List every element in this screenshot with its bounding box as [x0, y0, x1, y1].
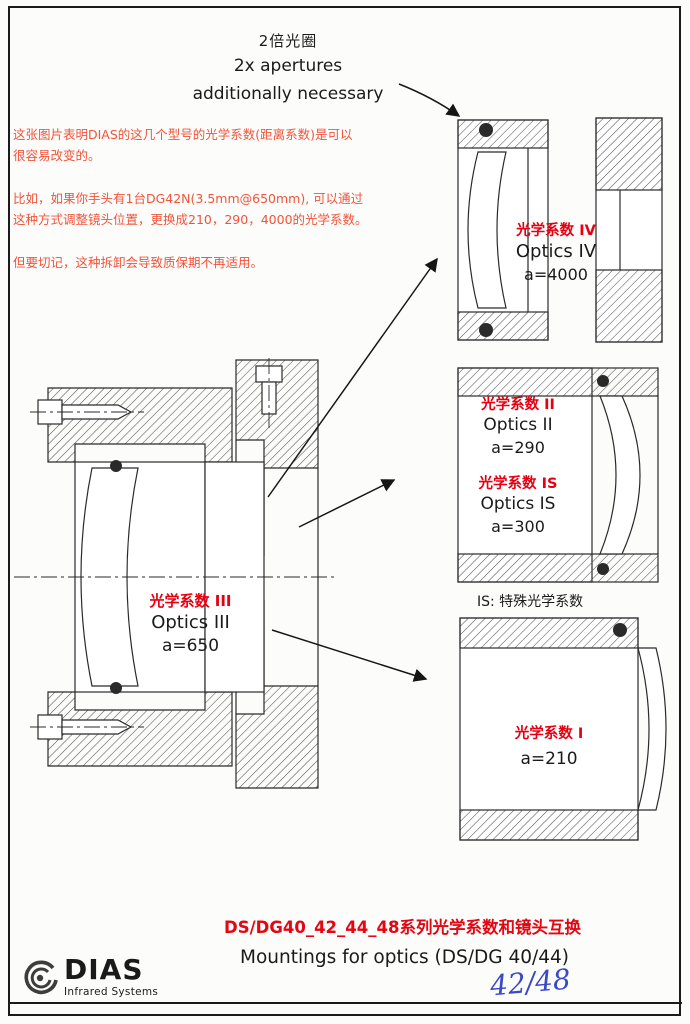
- optics-ii-label-en: Optics II: [483, 415, 553, 435]
- description-line: 这种方式调整镜头位置，更换成210，290，4000的光学系数。: [13, 212, 368, 227]
- footer-title-zh: DS/DG40_42_44_48系列光学系数和镜头互换: [224, 918, 581, 937]
- optics-is-value: a=300: [491, 517, 545, 536]
- optics-ii-value: a=290: [491, 438, 545, 457]
- dias-logo-name: DIAS: [64, 953, 144, 986]
- aperture-note-zh: 2倍光圈: [258, 32, 318, 50]
- description-line: 很容易改变的。: [13, 148, 101, 163]
- description-text: 这张图片表明DIAS的这几个型号的光学系数(距离系数)是可以 很容易改变的。 比…: [13, 124, 453, 295]
- description-paragraph: 但要切记，这种拆卸会导致质保期不再适用。: [13, 252, 453, 273]
- handwritten-note: 42/48: [488, 962, 572, 1003]
- optics-iii-label: 光学系数 III Optics III a=650: [118, 590, 263, 656]
- aperture-note-en2: additionally necessary: [192, 84, 384, 104]
- arrow-note-to-optics-iv: [398, 83, 461, 117]
- description-paragraph: 这张图片表明DIAS的这几个型号的光学系数(距离系数)是可以 很容易改变的。: [13, 124, 453, 166]
- oring-bottom: [110, 682, 122, 694]
- optics-i-drawing: [459, 617, 667, 841]
- optics-is-label-zh: 光学系数 IS: [478, 476, 558, 492]
- centerlines: [14, 358, 336, 728]
- footer-title-en: Mountings for optics (DS/DG 40/44): [239, 947, 569, 968]
- optics-iii-value: a=650: [161, 636, 220, 656]
- dias-logo-subtitle: Infrared Systems: [64, 986, 159, 998]
- optics-iv-label-zh: 光学系数 IV: [516, 223, 596, 239]
- optics-iv-label-en: Optics IV: [515, 241, 597, 262]
- optics-iv-value: a=4000: [524, 265, 588, 284]
- main-cross-section-drawing: [14, 358, 336, 789]
- dias-logo-icon: [20, 958, 60, 1002]
- description-line: 比如，如果你手头有1台DG42N(3.5mm@650mm), 可以通过: [13, 191, 364, 206]
- arrow-main-to-optics-i: [271, 629, 428, 682]
- aperture-note: 2倍光圈 2x apertures additionally necessary: [168, 30, 408, 104]
- lens-optics-ii: [599, 395, 641, 555]
- description-line: 但要切记，这种拆卸会导致质保期不再适用。: [13, 255, 264, 270]
- optics-i-label-zh: 光学系数 I: [514, 726, 584, 742]
- optics-ii-is-label: 光学系数 II Optics II a=290 光学系数 IS Optics I…: [455, 393, 581, 536]
- arrow-main-to-optics-iv: [267, 257, 438, 498]
- description-line: 这张图片表明DIAS的这几个型号的光学系数(距离系数)是可以: [13, 127, 353, 142]
- lens-optics-iv: [467, 151, 507, 309]
- optics-i-value: a=210: [520, 749, 578, 769]
- is-footnote: IS: 特殊光学系数: [477, 594, 584, 610]
- arrow-main-to-optics-ii: [298, 479, 396, 528]
- optics-ii-label-zh: 光学系数 II: [481, 397, 555, 413]
- optics-iv-drawing: [457, 117, 663, 343]
- dias-logo-text: DIAS Infrared Systems: [64, 953, 159, 999]
- optics-iv-label: 光学系数 IV Optics IV a=4000: [488, 219, 624, 284]
- optics-iii-label-zh: 光学系数 III: [149, 592, 232, 610]
- optics-is-label-en: Optics IS: [480, 494, 556, 514]
- optics-ii-is-drawing: [457, 367, 659, 583]
- lens-optics-i: [637, 647, 667, 811]
- optics-i-label: 光学系数 I a=210: [478, 722, 620, 769]
- dias-logo: DIAS Infrared Systems: [20, 956, 158, 1002]
- oring-top: [110, 460, 122, 472]
- pointer-arrows: [267, 83, 461, 682]
- aperture-note-en1: 2x apertures: [233, 56, 343, 76]
- optics-iii-label-en: Optics III: [151, 612, 230, 633]
- description-paragraph: 比如，如果你手头有1台DG42N(3.5mm@650mm), 可以通过 这种方式…: [13, 188, 453, 230]
